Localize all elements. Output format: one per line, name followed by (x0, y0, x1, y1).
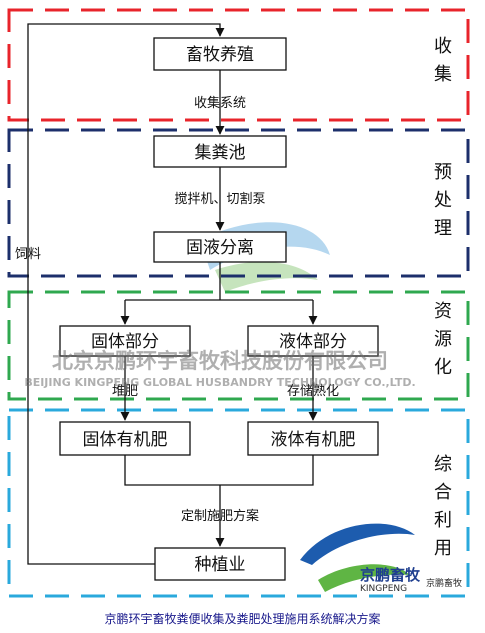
kingpeng-logo: 京鹏畜牧 KINGPENG 京鹏畜牧 (300, 523, 462, 594)
zone-collect-label: 收 集 (434, 36, 452, 85)
zone-utilize-border (7, 408, 470, 598)
edge-feed-loop (27, 23, 225, 565)
zone-pretreat-char: 理 (434, 218, 452, 239)
edge-fertilizers-merge (124, 455, 314, 486)
edge-label-mixer-pump: 搅拌机、切割泵 (174, 191, 265, 207)
watermark-company-cn: 北京京鹏环宇畜牧科技股份有限公司 (52, 349, 388, 373)
logo-source-text: 京鹏畜牧 (426, 577, 462, 589)
edge-label-collection-system: 收集系统 (194, 95, 246, 111)
zone-resource-label: 资 源 化 (434, 301, 452, 378)
watermark-company-en: BEIJING KINGPENG GLOBAL HUSBANDRY TECHNO… (24, 376, 415, 389)
zone-collect-char: 收 (434, 36, 452, 57)
node-solid-fertilizer: 固体有机肥 (59, 421, 191, 456)
edge-label-storage-maturation: 存储熟化 (287, 383, 339, 399)
zone-pretreat-char: 处 (434, 190, 452, 211)
zone-pretreat-border (7, 128, 470, 278)
node-liquid-part-label: 液体部分 (279, 332, 347, 352)
zone-pretreat-label: 预 处 理 (434, 162, 452, 239)
node-solid-part: 固体部分 (59, 325, 191, 357)
zone-resource-char: 化 (434, 357, 452, 378)
zone-utilize-char: 综 (434, 454, 452, 475)
logo-brand-text: 京鹏畜牧 (360, 566, 421, 584)
node-separation-label: 固液分离 (186, 238, 254, 258)
edge-label-custom-fertilization: 定制施肥方案 (181, 508, 259, 524)
node-livestock-label: 畜牧养殖 (186, 45, 254, 65)
node-manure-pool: 集粪池 (153, 135, 287, 168)
node-liquid-fertilizer: 液体有机肥 (247, 421, 379, 456)
node-planting: 种植业 (154, 547, 286, 581)
zone-utilize-label: 综 合 利 用 (434, 454, 452, 559)
node-livestock: 畜牧养殖 (153, 37, 287, 71)
zone-resource-border (7, 290, 470, 401)
node-manure-pool-label: 集粪池 (195, 143, 246, 163)
zone-collect-char: 集 (434, 64, 452, 85)
edge-label-composting: 堆肥 (112, 384, 138, 399)
node-planting-label: 种植业 (195, 555, 246, 575)
zone-resource-char: 源 (434, 329, 452, 350)
node-separation: 固液分离 (153, 231, 287, 263)
node-solid-fertilizer-label: 固体有机肥 (83, 430, 168, 450)
zone-pretreat-char: 预 (434, 162, 452, 183)
zone-utilize-char: 用 (434, 538, 452, 559)
logo-brand-en-text: KINGPENG (360, 584, 407, 594)
zone-resource-char: 资 (434, 301, 452, 322)
figure-caption: 京鹏环宇畜牧粪便收集及粪肥处理施用系统解决方案 (104, 612, 381, 626)
zone-utilize-char: 合 (434, 482, 452, 503)
edge-label-feed: 饲料 (15, 247, 41, 262)
node-liquid-fertilizer-label: 液体有机肥 (271, 430, 356, 450)
zone-utilize-char: 利 (434, 510, 452, 531)
zone-collect-border (7, 8, 470, 122)
node-liquid-part: 液体部分 (247, 325, 379, 357)
node-solid-part-label: 固体部分 (91, 332, 159, 352)
